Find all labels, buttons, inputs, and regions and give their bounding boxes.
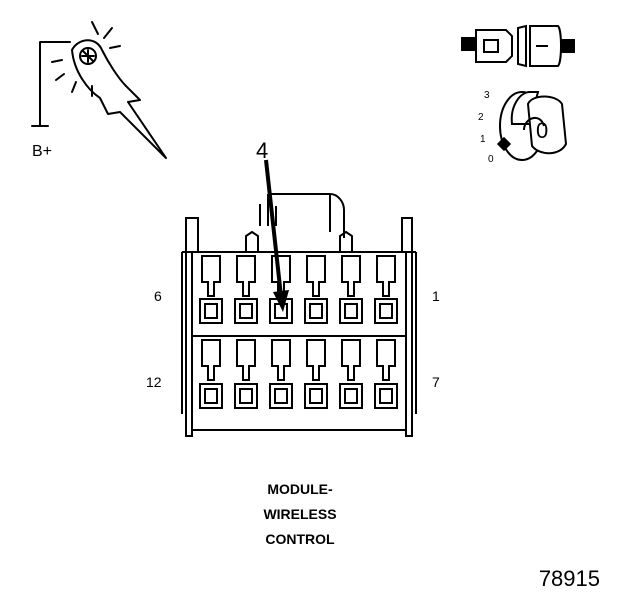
pin-label-top-right: 1	[432, 288, 440, 304]
terminal-key	[341, 255, 361, 297]
terminal-contact-inner	[309, 303, 323, 319]
connector-disconnect-icon	[461, 24, 575, 68]
terminal-key	[306, 339, 326, 381]
terminal-contact	[269, 383, 293, 409]
ignition-position-1: 1	[480, 134, 486, 145]
terminal-contact-inner	[379, 303, 393, 319]
terminal-key	[376, 339, 396, 381]
terminal-key	[341, 339, 361, 381]
callout-pin-number: 4	[256, 138, 268, 163]
terminal-key	[376, 255, 396, 297]
ignition-position-3: 3	[484, 90, 490, 101]
terminal-key	[271, 339, 291, 381]
terminal-contact-inner	[379, 388, 393, 404]
terminal-contact	[199, 298, 223, 324]
terminal-contact-inner	[274, 388, 288, 404]
terminal-contact	[234, 298, 258, 324]
terminal-contact	[304, 383, 328, 409]
terminal-contact-inner	[204, 388, 218, 404]
terminal-contact-inner	[204, 303, 218, 319]
ignition-key-label: 0	[536, 118, 548, 143]
terminal-contact-inner	[239, 388, 253, 404]
terminal-contact	[304, 298, 328, 324]
terminal-contact-inner	[344, 303, 358, 319]
pin-label-bottom-right: 7	[432, 374, 440, 390]
test-light-probe-icon	[31, 21, 167, 159]
terminal-cavities	[199, 255, 398, 409]
terminal-key	[201, 255, 221, 297]
terminal-contact-inner	[309, 388, 323, 404]
terminal-contact-inner	[239, 303, 253, 319]
pin-label-bottom-left: 12	[146, 374, 162, 390]
pin-label-top-left: 6	[154, 288, 162, 304]
callout-arrow	[264, 159, 289, 312]
terminal-key	[201, 339, 221, 381]
connector-body	[181, 193, 417, 437]
terminal-contact	[339, 383, 363, 409]
module-title-line-3: CONTROL	[265, 531, 335, 547]
terminal-contact	[374, 383, 398, 409]
terminal-contact	[339, 298, 363, 324]
terminal-contact	[374, 298, 398, 324]
terminal-contact	[234, 383, 258, 409]
terminal-key	[306, 255, 326, 297]
ignition-position-0: 0	[488, 154, 494, 165]
probe-label: B+	[32, 143, 52, 160]
figure-number: 78915	[538, 566, 600, 591]
ignition-switch-icon	[496, 91, 568, 161]
terminal-key	[236, 255, 256, 297]
module-title-line-1: MODULE-	[267, 481, 333, 497]
ignition-position-2: 2	[478, 112, 484, 123]
terminal-key	[236, 339, 256, 381]
module-title-line-2: WIRELESS	[263, 506, 337, 522]
terminal-contact-inner	[344, 388, 358, 404]
terminal-contact	[199, 383, 223, 409]
